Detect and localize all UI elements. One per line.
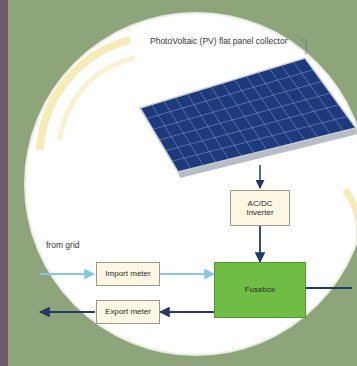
fusebox: Fusebox [214,262,306,318]
white-circle [26,14,357,354]
meter-box: Import meter [96,262,160,286]
panel-cell-line [159,93,331,140]
box-text: Import meter [105,269,150,278]
box-text: Fusebox [245,285,276,294]
flow-arrow [259,226,261,262]
panel-arrow [259,165,261,188]
panel-cell-line [172,116,348,161]
panel-cell-line [165,105,339,151]
flow-arrow [160,273,214,275]
sun-glow [40,40,130,150]
panel-label: PhotoVoltaic (PV) flat panel collector [150,36,298,46]
grid-arrow [40,273,94,275]
box-text: Export meter [105,307,151,316]
sun-glow [60,58,135,140]
house-line [306,287,352,289]
circle-rim [24,12,357,356]
side-strip [0,0,8,366]
solar-panel [140,58,356,172]
grid-label: from grid [46,240,86,250]
panel-cell-line [153,81,322,129]
meter-box: Export meter [96,300,160,324]
flow-arrow [160,311,214,313]
label-bracket [300,40,306,54]
export-out-arrow [40,311,95,313]
sun-glow [330,190,357,290]
box-text: AC/DC Inverter [235,199,285,217]
inverter-box: AC/DC Inverter [230,190,290,226]
panel-cell-line [146,70,313,119]
